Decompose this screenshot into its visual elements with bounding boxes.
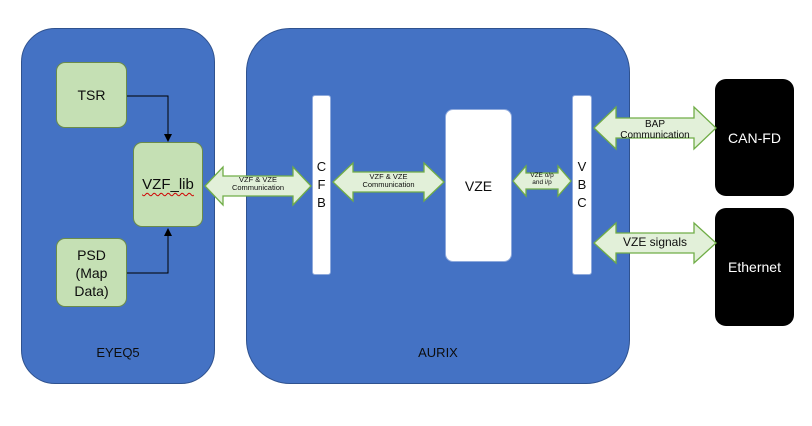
tsr-to-vzf-connector: [127, 95, 172, 142]
vbc-letter-v: V: [577, 159, 587, 174]
aurix-panel: AURIX: [246, 28, 630, 384]
bap-arrow-label: BAP Communication: [610, 119, 700, 141]
tsr-block: TSR: [56, 62, 127, 128]
vzf-cfb-arrow-label: VZF & VZE Communication: [222, 175, 294, 193]
vze-signals-double-arrow: [593, 221, 717, 265]
ethernet-label: Ethernet: [728, 259, 781, 275]
cfb-vze-double-arrow: [332, 161, 445, 203]
vzf-cfb-double-arrow: [204, 165, 312, 207]
cfb-letter-f: F: [317, 177, 326, 192]
vzf-cfb-label-line-2: Communication: [231, 183, 285, 193]
psd-line-2: (Map: [75, 264, 108, 281]
vze-vbc-arrow-label: VZE o/p and i/p: [524, 172, 560, 186]
cfb-letter-b: B: [317, 195, 326, 210]
bap-label-line-1: BAP: [644, 119, 665, 130]
tsr-label: TSR: [77, 87, 106, 103]
cfb-vze-label-line-2: Communication: [362, 180, 415, 190]
can-fd-label: CAN-FD: [728, 129, 781, 146]
vze-vbc-label-line-1: VZE o/p: [530, 172, 554, 179]
cfb-letter-c: C: [316, 159, 327, 174]
vze-signals-arrow-label: VZE signals: [610, 235, 700, 249]
vbc-block: V B C: [572, 95, 592, 275]
vzf-lib-label: VZF_lib: [142, 176, 194, 193]
cfb-block: C F B: [312, 95, 331, 275]
vbc-letter-b: B: [577, 177, 587, 192]
bap-label-line-2: Communication: [620, 130, 690, 141]
vzf-cfb-label-line-1: VZF & VZE: [239, 175, 277, 184]
can-fd-block: CAN-FD: [715, 79, 794, 196]
eyeq5-label: EYEQ5: [96, 345, 140, 360]
vze-signals-label: VZE signals: [622, 235, 688, 249]
vze-label: VZE: [464, 177, 493, 194]
vze-vbc-label-line-2: and i/p: [532, 179, 552, 187]
psd-to-vzf-connector: [127, 228, 172, 274]
aurix-label: AURIX: [418, 345, 458, 360]
vze-block: VZE: [445, 109, 512, 262]
ethernet-block: Ethernet: [715, 208, 794, 326]
cfb-vze-arrow-label: VZF & VZE Communication: [352, 172, 425, 190]
vbc-letter-c: C: [577, 195, 587, 210]
psd-line-3: Data): [74, 282, 109, 299]
bap-double-arrow: [593, 105, 717, 151]
vze-vbc-double-arrow: [512, 164, 572, 198]
cfb-vze-label-line-1: VZF & VZE: [369, 172, 408, 181]
vzf-lib-block: VZF_lib: [133, 142, 203, 227]
psd-block: PSD (Map Data): [56, 238, 127, 307]
psd-line-1: PSD: [77, 246, 106, 263]
